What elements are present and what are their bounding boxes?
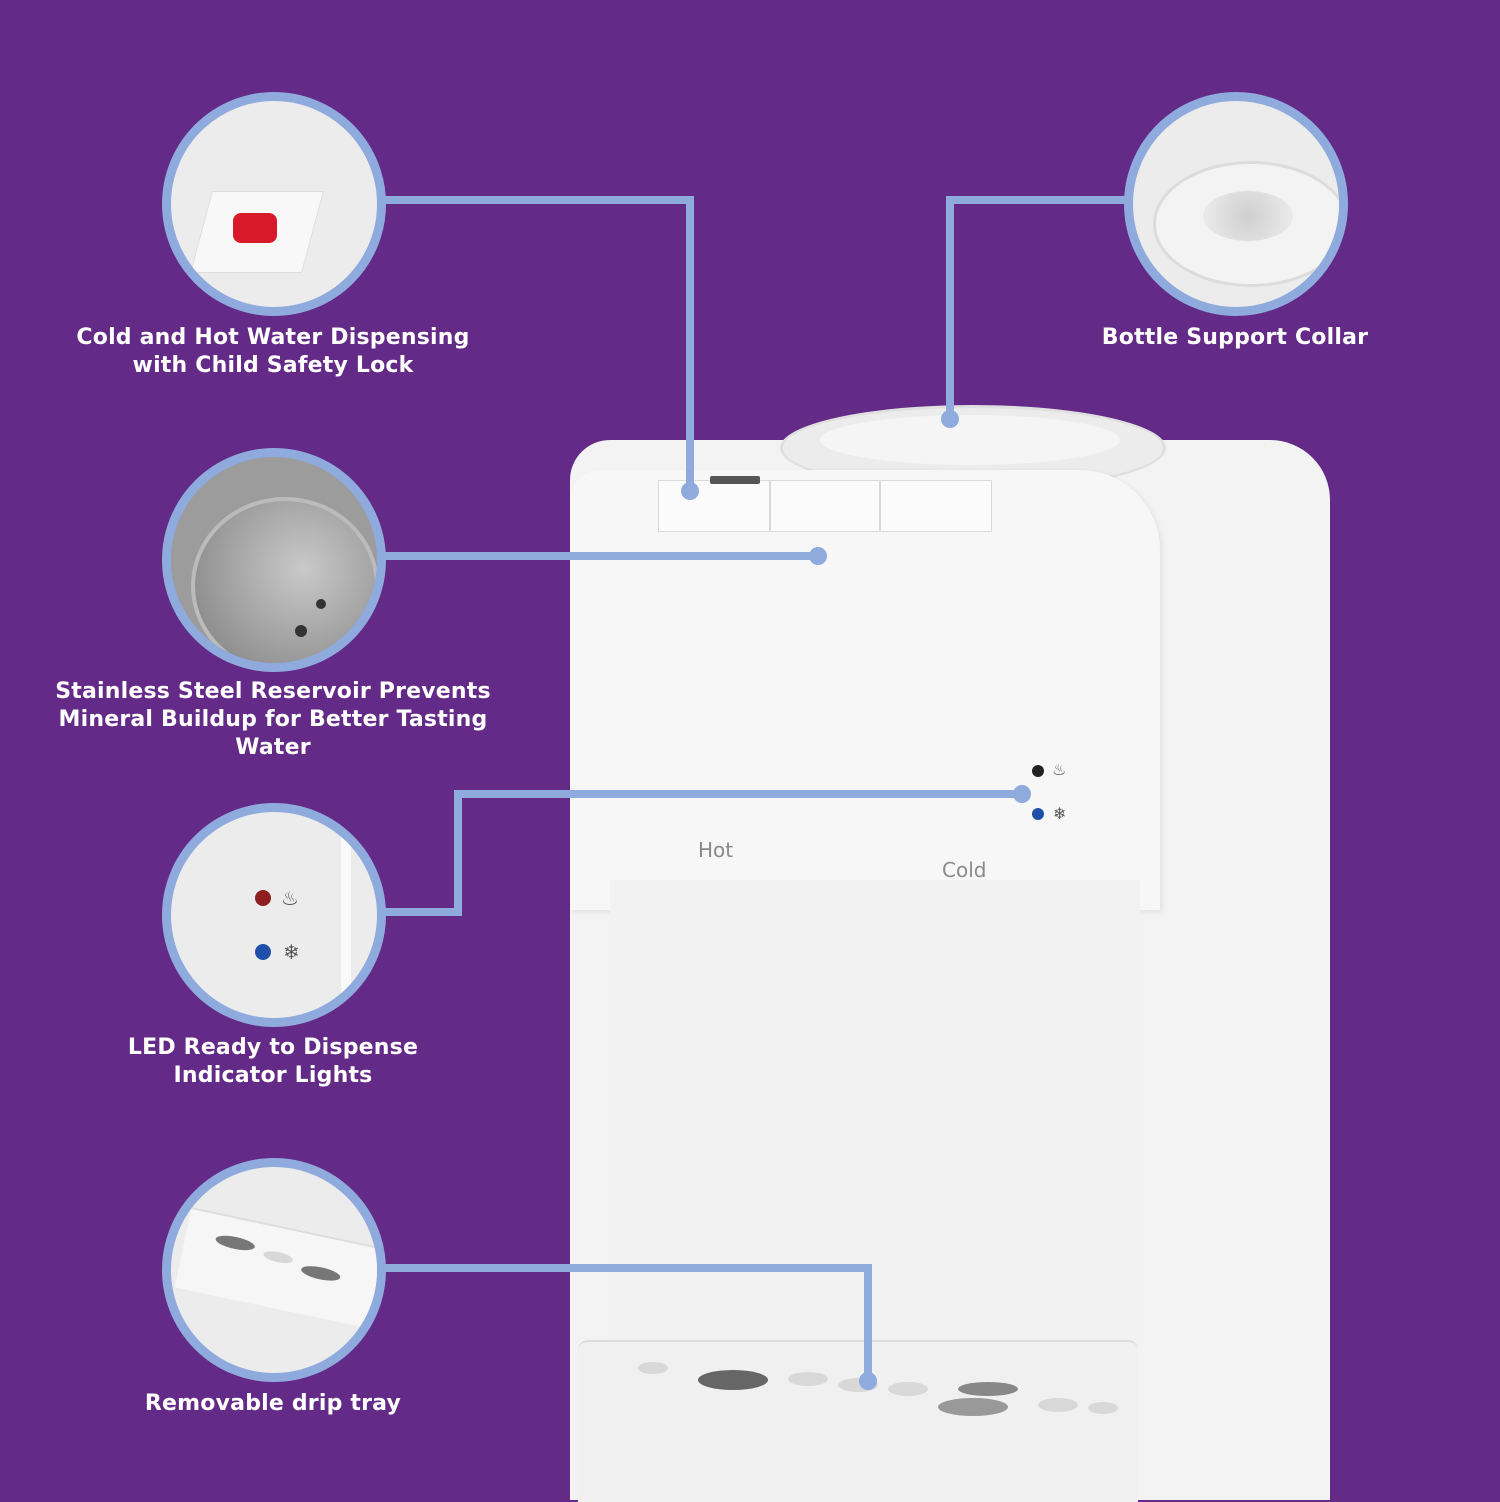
connector-line-collar-v [946, 196, 954, 416]
drip-tray-icon [174, 1207, 377, 1329]
connector-dot-reservoir [809, 547, 827, 565]
cold-tap-button[interactable] [880, 480, 992, 532]
steel-reservoir-icon [191, 497, 377, 663]
hot-label: Hot [698, 838, 734, 862]
hot-cup-icon: ♨ [281, 886, 299, 910]
cold-led-icon [1032, 808, 1044, 820]
connector-line-reservoir [380, 552, 820, 560]
cold-label: Cold [942, 858, 987, 882]
hot-cup-icon: ♨ [1052, 760, 1067, 779]
collar-callout [1124, 92, 1348, 316]
bottle-collar-inner [820, 415, 1120, 465]
safety-lock-callout [162, 92, 386, 316]
snowflake-icon: ❄ [1053, 804, 1067, 823]
reservoir-callout [162, 448, 386, 672]
red-safety-button-icon [233, 213, 277, 243]
led-callout: ♨ ❄ [162, 803, 386, 1027]
drip-tray[interactable] [578, 1340, 1138, 1502]
feature-title-reservoir: Stainless Steel Reservoir Prevents Miner… [55, 679, 491, 760]
dispensing-area [610, 880, 1140, 1350]
hot-tap-button[interactable] [658, 480, 770, 532]
connector-line-safety [380, 196, 694, 204]
connector-dot-led [1013, 785, 1031, 803]
feature-title-safety: Cold and Hot Water Dispensing with Child… [76, 325, 470, 378]
connector-dot-safety [681, 482, 699, 500]
dispenser-front-panel [570, 470, 1160, 910]
red-led-icon [255, 890, 271, 906]
hot-led-icon [1032, 765, 1044, 777]
connector-line-led-h2 [454, 790, 1024, 798]
blue-led-icon [255, 944, 271, 960]
middle-tap-button[interactable] [770, 480, 880, 532]
safety-lock-switch[interactable] [710, 476, 760, 484]
connector-line-tray [380, 1264, 872, 1272]
feature-title-collar: Bottle Support Collar [1101, 325, 1369, 350]
connector-line-safety-v [686, 196, 694, 492]
connector-dot-tray [859, 1372, 877, 1390]
connector-line-tray-v [864, 1264, 872, 1382]
connector-dot-collar [941, 410, 959, 428]
drip-tray-callout [162, 1158, 386, 1382]
connector-line-led-h1 [380, 908, 462, 916]
snowflake-icon: ❄ [283, 940, 300, 964]
connector-line-led-v [454, 790, 462, 916]
feature-title-led: LED Ready to Dispense Indicator Lights [127, 1035, 419, 1088]
feature-title-drip-tray: Removable drip tray [144, 1391, 402, 1416]
connector-line-collar [946, 196, 1126, 204]
